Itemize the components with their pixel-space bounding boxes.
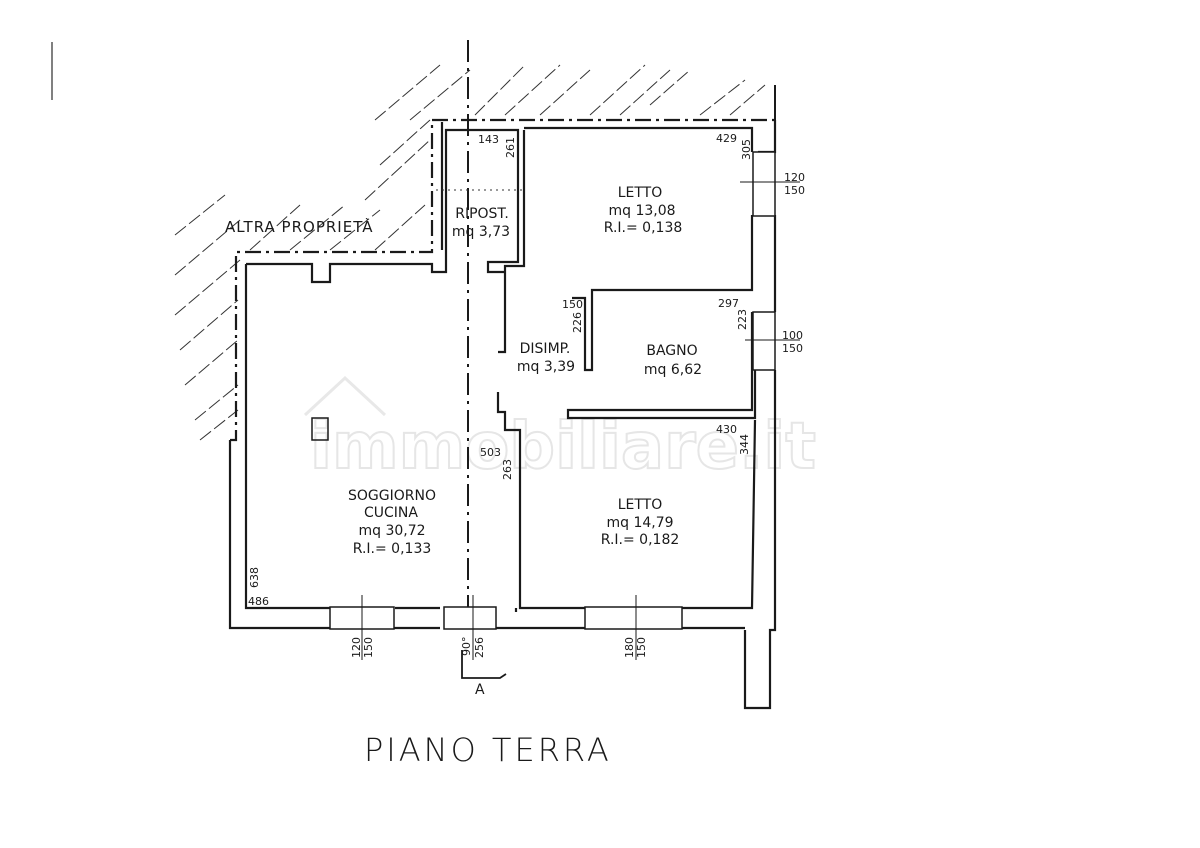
entrance-door [443,606,497,630]
door-entrance-height: 256 [473,637,486,658]
room-area: mq 3,39 [517,359,575,375]
dim-height: 305 [740,139,753,160]
dim-width: 297 [718,297,739,310]
window-bagno [752,311,776,371]
dim-width: 430 [716,423,737,436]
dim-height: 261 [504,137,517,158]
window-dimensions: 120 150 100 150 120 150 90° 256 180 150 [350,171,805,658]
win-letto-2-width: 180 [623,637,636,658]
dim-corridor-width: 503 [480,446,501,459]
room-name: BAGNO [646,343,697,359]
dim-height: 226 [571,312,584,333]
windows [329,151,776,630]
outer-walls [228,120,777,710]
dimension-lines [361,181,800,660]
room-area: mq 14,79 [606,515,673,531]
room-ri: R.I.= 0,133 [353,541,432,557]
room-name: LETTO [618,185,663,201]
win-bagno-height: 150 [782,342,803,355]
room-area: mq 3,73 [452,224,510,240]
room-letto-1: 429 305 LETTO mq 13,08 R.I.= 0,138 [604,132,753,236]
room-disimpegno: 150 226 DISIMP. mq 3,39 [517,298,584,375]
room-letto-2: 430 344 LETTO mq 14,79 R.I.= 0,182 [601,423,751,548]
dim-height: 638 [248,567,261,588]
room-bagno: 297 223 BAGNO mq 6,62 [644,297,749,378]
room-ri: R.I.= 0,138 [604,220,683,236]
window-letto-2 [584,606,683,630]
dim-width: 486 [248,595,269,608]
neighbor-hatching [174,64,766,441]
win-soggiorno-width: 120 [350,637,363,658]
room-name: LETTO [618,497,663,513]
room-name: DISIMP. [520,341,571,357]
room-ripostiglio: 143 261 RIPOST. mq 3,73 [452,133,517,240]
watermark-text: immobiliare.it [310,410,816,484]
door-entrance-width: 90° [460,637,473,657]
room-name: RIPOST. [455,206,509,222]
dim-width: 150 [562,298,583,311]
dim-corridor-height: 263 [501,459,514,480]
section-marker-arrow [461,650,507,679]
win-letto-1-height: 150 [784,184,805,197]
room-area: mq 13,08 [608,203,675,219]
room-area: mq 30,72 [358,523,425,539]
win-letto-2-height: 150 [635,637,648,658]
room-ri: R.I.= 0,182 [601,532,680,548]
dim-width: 429 [716,132,737,145]
property-boundary [230,118,775,442]
watermark: immobiliare.it [303,375,817,485]
window-letto-1 [752,151,776,217]
neighbor-property-label: ALTRA PROPRIETÀ [225,217,373,236]
room-name: SOGGIORNO [348,488,436,504]
win-bagno-width: 100 [782,329,803,342]
room-soggiorno-cucina: SOGGIORNO CUCINA mq 30,72 R.I.= 0,133 48… [248,488,436,608]
room-area: mq 6,62 [644,362,702,378]
win-soggiorno-height: 150 [362,637,375,658]
dim-width: 143 [478,133,499,146]
win-letto-1-width: 120 [784,171,805,184]
section-marker-label: A [475,682,485,698]
dim-height: 223 [736,309,749,330]
dim-height: 344 [738,434,751,455]
room-name-2: CUCINA [364,505,418,521]
drawing-title: PIANO TERRA [364,731,612,769]
column [311,417,329,441]
